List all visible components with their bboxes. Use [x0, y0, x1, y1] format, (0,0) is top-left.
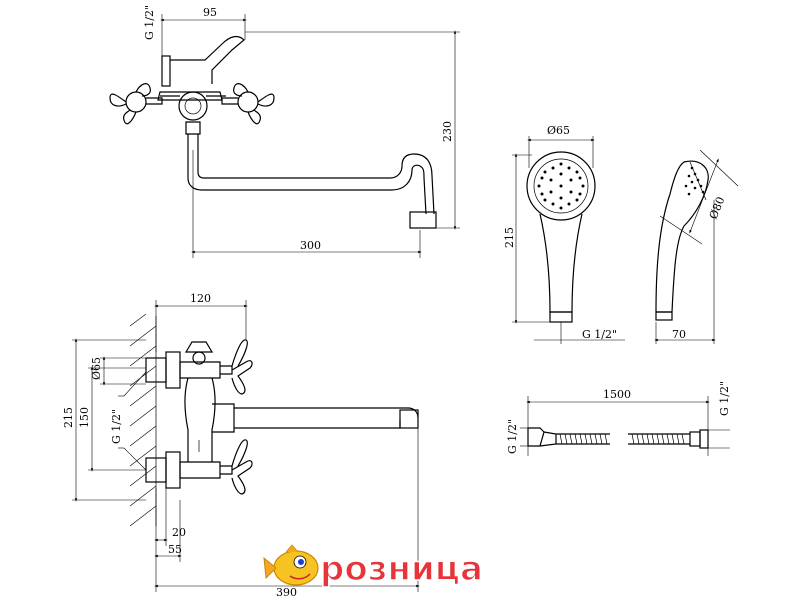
dim-g12-side: G 1/2": [110, 409, 123, 444]
logo-text: розница: [320, 549, 483, 589]
wall-hatch: [129, 313, 157, 527]
shower-hose: 1500 G 1/2" G 1/2": [506, 381, 731, 456]
dim-g12-top: G 1/2": [143, 5, 156, 40]
upper-side-handle: [220, 339, 253, 395]
dim-120: 120: [190, 292, 211, 305]
dim-390: 390: [276, 586, 297, 599]
dim-230: 230: [441, 121, 454, 142]
dim-g12-head: G 1/2": [582, 328, 617, 341]
dim-150-side: 150: [78, 407, 91, 428]
faucet-front-view: 95 G 1/2" 230 300: [109, 5, 460, 258]
dim-d65-head: Ø65: [547, 124, 570, 137]
dim-1500: 1500: [603, 388, 631, 401]
dim-g12-hose-right: G 1/2": [718, 381, 731, 416]
faucet-side-view: 120 Ø65 215 150 G 1/2" 20 55 390: [62, 292, 420, 599]
brand-logo: розница: [263, 544, 484, 590]
shower-head-side: Ø80 70: [654, 149, 739, 344]
left-cross-handle: [109, 83, 163, 125]
nozzle-dots: [537, 162, 585, 210]
dim-215-side: 215: [62, 407, 75, 428]
right-cross-handle: [221, 83, 275, 125]
fish-mascot-icon: [263, 544, 319, 586]
dim-300: 300: [300, 239, 321, 252]
shower-head-front: Ø65 215 G 1/2": [503, 124, 625, 344]
dim-20: 20: [172, 526, 186, 539]
dim-d65-side: Ø65: [90, 357, 103, 380]
dim-95: 95: [203, 6, 217, 19]
side-nozzles: [684, 166, 705, 196]
dim-55: 55: [168, 543, 182, 556]
dim-d80: Ø80: [707, 195, 728, 221]
dim-g12-hose-left: G 1/2": [506, 419, 519, 454]
hose-segment-right: [628, 433, 690, 445]
hose-segment-left: [556, 433, 610, 445]
dim-70: 70: [672, 328, 686, 341]
lower-side-handle: [220, 439, 253, 495]
dim-215-head: 215: [503, 227, 516, 248]
